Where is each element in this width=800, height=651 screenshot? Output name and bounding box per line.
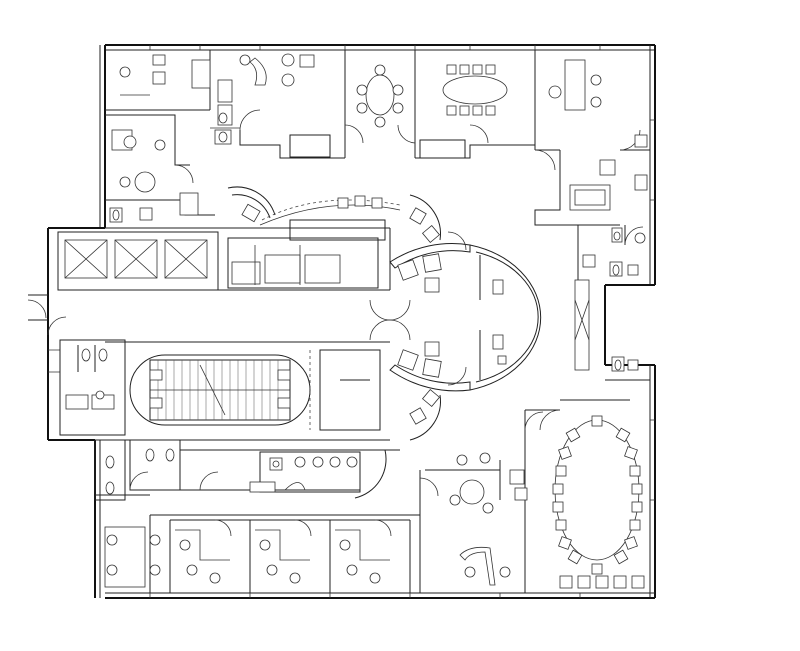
north-office-1-furniture [119, 54, 211, 96]
south-office-4-furniture [335, 519, 392, 584]
north-office-round-table-furniture [356, 64, 404, 128]
restrooms [59, 339, 181, 501]
boardroom [539, 409, 645, 589]
curved-feature-walls [227, 186, 441, 499]
pantry [199, 451, 361, 493]
reception-rotunda [389, 231, 542, 392]
elevator-1 [64, 239, 108, 279]
north-conference-furniture [442, 64, 508, 116]
south-office-1-furniture [104, 526, 161, 588]
boardroom-chairs [552, 415, 645, 589]
elevator-3 [164, 239, 208, 279]
elevator-2 [114, 239, 158, 279]
south-office-3-furniture [255, 519, 312, 584]
elevator-core [57, 219, 386, 291]
south-offices [104, 515, 411, 593]
east-office [534, 150, 650, 381]
stair [129, 349, 381, 431]
south-office-2-furniture [175, 519, 232, 584]
north-office-desk-furniture [548, 59, 648, 148]
south-open-area [419, 399, 630, 593]
north-lounge-furniture [210, 53, 315, 145]
west-offices [105, 114, 215, 223]
